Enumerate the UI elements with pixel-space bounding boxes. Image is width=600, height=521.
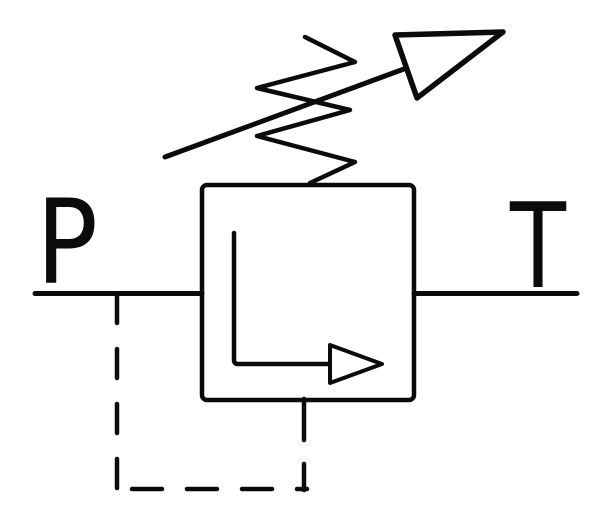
spring-icon (254, 34, 358, 186)
flow-arrowhead-icon (328, 343, 384, 385)
port-label-p: P (36, 174, 98, 311)
adjustment-arrow-shaft (162, 66, 407, 160)
flow-path-line (231, 230, 332, 367)
adjustment-arrowhead-icon (392, 29, 506, 101)
valve-body (199, 182, 417, 403)
symbol-linework (32, 29, 580, 495)
port-label-t: T (509, 177, 566, 315)
